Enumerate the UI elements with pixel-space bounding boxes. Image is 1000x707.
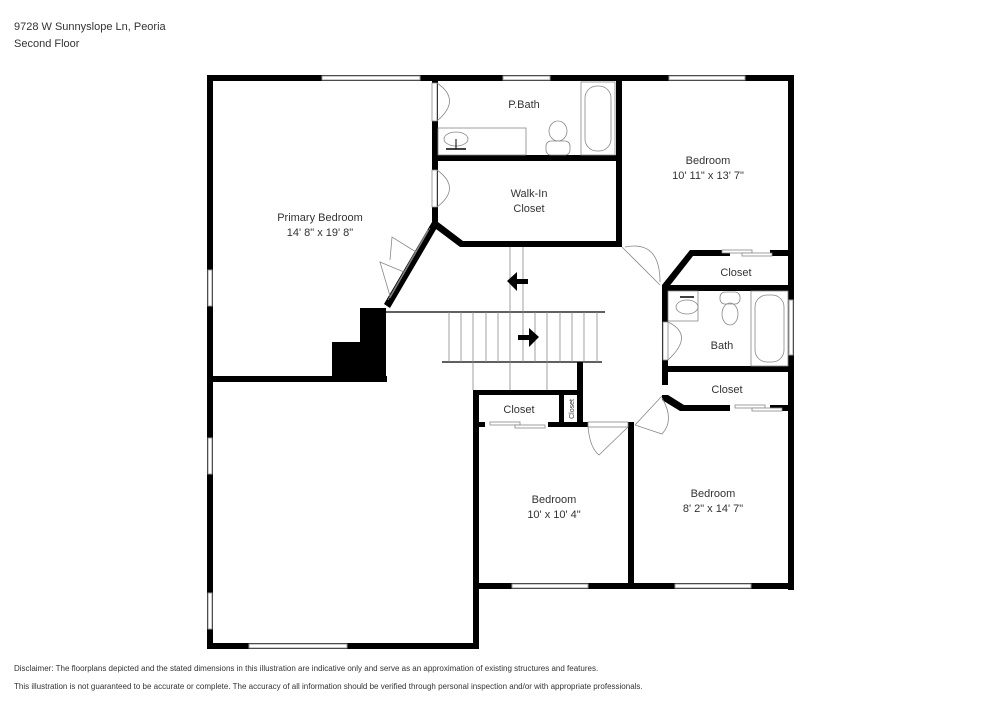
bedroom-s-dims: 10' x 10' 4" — [527, 509, 580, 521]
closet-s-name: Closet — [503, 404, 534, 416]
disclaimer-line-2: This illustration is not guaranteed to b… — [14, 682, 643, 691]
stair-arrows — [507, 272, 539, 347]
toilet-icon-2 — [719, 291, 741, 305]
windows — [207, 75, 794, 649]
walk-in-closet-line2: Closet — [513, 203, 544, 215]
staircase — [386, 247, 605, 390]
disclaimer-line-1: Disclaimer: The floorplans depicted and … — [14, 664, 599, 673]
closet-small-name: Closet — [569, 399, 576, 419]
toilet-icon — [548, 120, 568, 142]
bathtub-icon — [580, 81, 616, 156]
closet-e-name: Closet — [711, 384, 742, 396]
sink-icon-2 — [675, 299, 699, 315]
bedroom-ne-dims: 10' 11" x 13' 7" — [672, 170, 744, 182]
bedroom-se-name: Bedroom — [691, 488, 736, 500]
room-labels: Primary Bedroom 14' 8" x 19' 8" P.Bath W… — [277, 99, 751, 521]
fixtures — [437, 81, 789, 367]
bath-name: Bath — [711, 340, 734, 352]
bedroom-s-name: Bedroom — [532, 494, 577, 506]
bedroom-se-dims: 8' 2" x 14' 7" — [683, 503, 743, 515]
floor-label: Second Floor — [14, 38, 80, 50]
bedroom-ne-name: Bedroom — [686, 155, 731, 167]
address-title: 9728 W Sunnyslope Ln, Peoria — [14, 21, 166, 33]
bathtub-icon-2 — [750, 290, 789, 367]
arrow-left-icon — [507, 272, 528, 291]
doors — [379, 82, 783, 456]
primary-bedroom-dims: 14' 8" x 19' 8" — [287, 227, 354, 239]
primary-bedroom-name: Primary Bedroom — [277, 212, 363, 224]
p-bath-name: P.Bath — [508, 99, 540, 111]
walk-in-closet-line1: Walk-In — [511, 188, 548, 200]
closet-ne-name: Closet — [720, 267, 751, 279]
vanity — [437, 127, 527, 156]
arrow-right-icon — [518, 328, 539, 347]
